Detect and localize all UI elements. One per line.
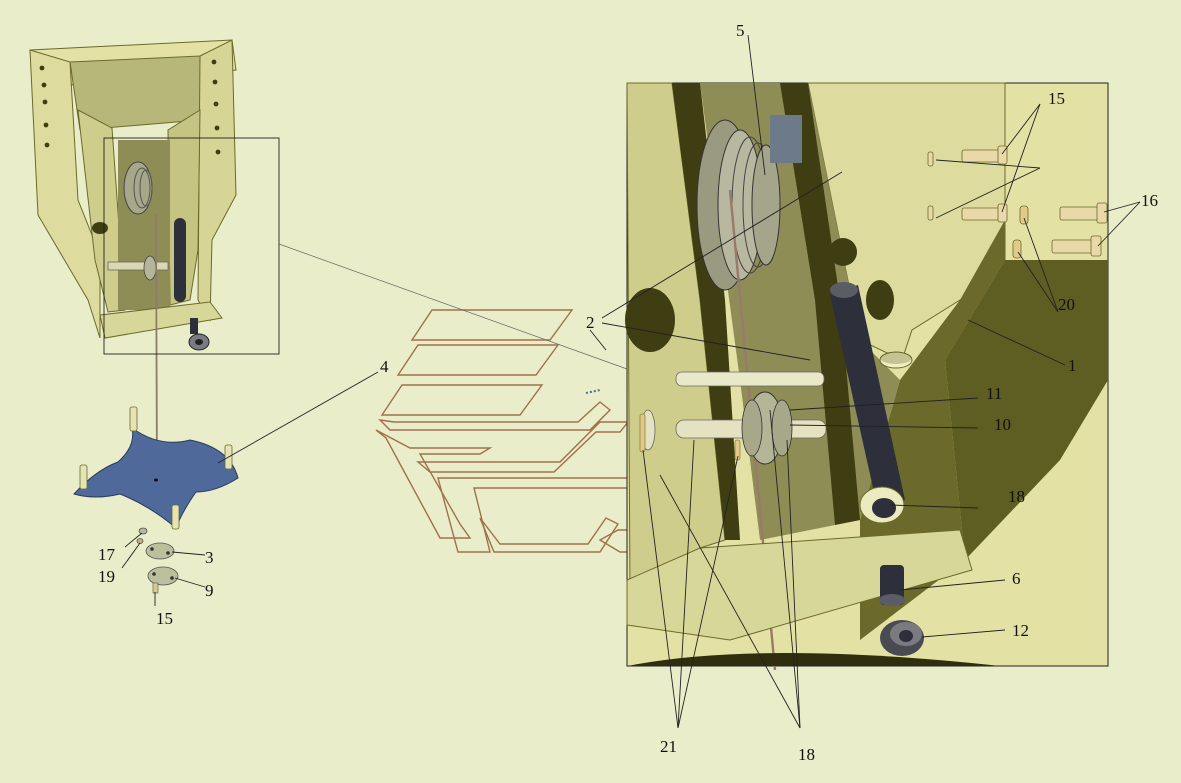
washer-17	[138, 527, 148, 535]
frame-left-wall	[29, 49, 101, 339]
callout-18-right: 18	[1008, 487, 1025, 506]
callout-labels: 4 17 19 3 9 15 5 2 15 16 20 1 11 10 18 6…	[98, 21, 1158, 764]
detail-roller	[830, 282, 905, 524]
left-wall-holes	[39, 65, 50, 148]
overview-bottom-plate	[99, 301, 223, 339]
nut-19	[136, 538, 144, 544]
detail-window	[103, 137, 280, 355]
callout-19: 19	[98, 567, 115, 586]
callout-2: 2	[586, 313, 595, 332]
inner-guide-left	[77, 109, 126, 313]
callout-9: 9	[205, 581, 214, 600]
callout-20: 20	[1058, 295, 1075, 314]
callout-15-right: 15	[1048, 89, 1065, 108]
callout-4: 4	[380, 357, 389, 376]
bolt-15-small	[152, 582, 159, 594]
callout-15-left: 15	[156, 609, 173, 628]
right-wall-holes	[211, 59, 221, 155]
callout-3: 3	[205, 548, 214, 567]
callout-11: 11	[986, 384, 1002, 403]
callout-16: 16	[1141, 191, 1158, 210]
callout-21: 21	[660, 737, 677, 756]
overview-rope	[155, 214, 158, 481]
base-plate-assembly	[73, 406, 239, 594]
callout-5: 5	[736, 21, 745, 40]
projection-lines	[278, 243, 628, 394]
callout-10: 10	[994, 415, 1011, 434]
overview-assembly	[29, 39, 280, 481]
bolts-16	[1051, 202, 1108, 257]
plate-studs	[79, 406, 233, 530]
frame-right-wall	[197, 39, 237, 322]
decorative-logo	[375, 309, 691, 553]
base-plate	[73, 426, 239, 529]
overview-lower-shaft	[107, 261, 169, 271]
overview-roller	[174, 218, 186, 302]
callout-18-bottom: 18	[798, 745, 815, 764]
leader-lines	[121, 34, 1141, 729]
flange-9	[147, 566, 179, 586]
detail-drum	[696, 115, 802, 291]
callout-12: 12	[1012, 621, 1029, 640]
detail-view	[625, 82, 1109, 671]
flange-3	[145, 542, 175, 560]
callout-1: 1	[1068, 356, 1077, 375]
callout-6: 6	[1012, 569, 1021, 588]
callout-17: 17	[98, 545, 116, 564]
